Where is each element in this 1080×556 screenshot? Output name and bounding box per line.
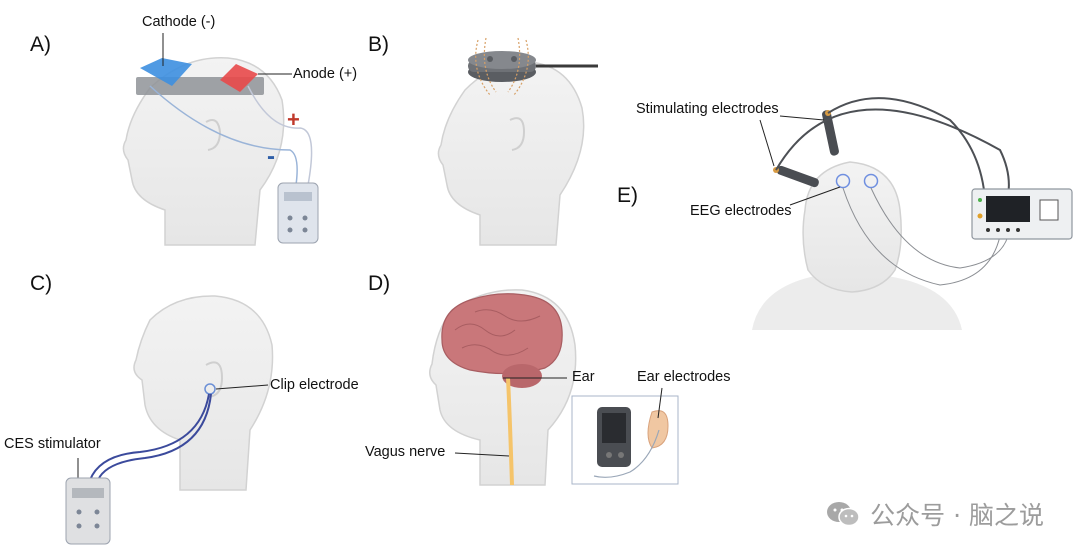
watermark-text: 公众号 · 脑之说: [870, 496, 1044, 532]
plus-sign: +: [287, 107, 300, 133]
panel-a-artwork: [123, 33, 318, 245]
watermark: 公众号 · 脑之说: [826, 496, 1044, 532]
cathode-label: Cathode (-): [142, 14, 215, 30]
panel-label-a: A): [30, 33, 51, 57]
panel-label-b: B): [368, 33, 389, 57]
head-profile-c: [134, 296, 273, 490]
ces-device: [66, 478, 110, 544]
panel-label-d: D): [368, 272, 390, 296]
brain: [442, 294, 562, 374]
clip-electrode-label: Clip electrode: [270, 377, 359, 393]
panel-b-artwork: [438, 38, 598, 245]
taVNS-device: [597, 407, 631, 467]
anode-label: Anode (+): [293, 66, 357, 82]
head-profile-b: [438, 62, 583, 245]
ear-electrodes-label: Ear electrodes: [637, 369, 731, 385]
ear-label: Ear: [572, 369, 595, 385]
stimulating-electrodes-label: Stimulating electrodes: [636, 101, 779, 117]
eeg-electrodes-label: EEG electrodes: [690, 203, 792, 219]
panel-e-artwork: [752, 98, 1072, 330]
stimulation-device: [972, 189, 1072, 239]
ces-stimulator-label: CES stimulator: [4, 436, 101, 452]
panel-label-c: C): [30, 272, 52, 296]
panel-d-artwork: [430, 290, 678, 485]
tdcs-device: [278, 183, 318, 243]
stimulating-electrode-left: [773, 165, 820, 189]
panel-c-artwork: [66, 296, 273, 544]
minus-sign: -: [267, 143, 275, 171]
wechat-icon: [826, 500, 860, 528]
vagus-nerve-label: Vagus nerve: [365, 444, 445, 460]
panel-label-e: E): [617, 184, 638, 208]
